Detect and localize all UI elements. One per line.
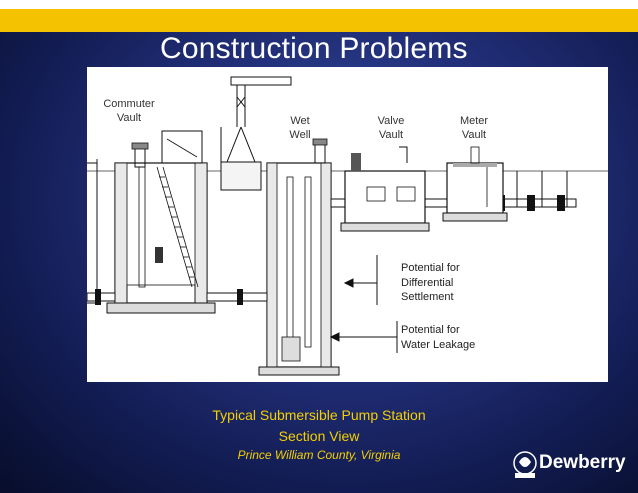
slide-title: Construction Problems	[160, 32, 468, 65]
top-accent-bar	[0, 9, 638, 32]
note-water-leakage: Potential for Water Leakage	[401, 324, 476, 351]
dewberry-emblem-icon	[513, 451, 537, 478]
crane-structure	[220, 76, 292, 191]
label-meter-vault: Meter Vault	[459, 115, 489, 141]
meter-vault-structure	[442, 146, 508, 222]
label-wet-well: Wet Well	[289, 115, 311, 141]
caption-location: Prince William County, Virginia	[237, 448, 401, 462]
diagram-panel: Commuter Vault Wet Well Valve Vault Mete…	[87, 67, 608, 382]
label-commuter-vault: Commuter Vault	[103, 98, 155, 124]
label-valve-vault: Valve Vault	[377, 115, 405, 141]
caption-subtitle: Section View	[278, 428, 360, 444]
leakage-pointer	[329, 321, 398, 353]
commuter-vault-structure	[106, 130, 216, 314]
settlement-pointer	[343, 255, 378, 305]
note-differential-settlement: Potential for Differential Settlement	[401, 262, 460, 303]
wet-well-structure	[258, 138, 340, 376]
caption-title: Typical Submersible Pump Station	[212, 407, 426, 423]
logo-wordmark: Dewberry	[539, 452, 626, 473]
pump-station-section-diagram	[87, 76, 608, 376]
valve-vault-structure	[340, 146, 430, 232]
top-white-band	[0, 0, 638, 9]
dewberry-logo: Dewberry	[512, 447, 638, 481]
